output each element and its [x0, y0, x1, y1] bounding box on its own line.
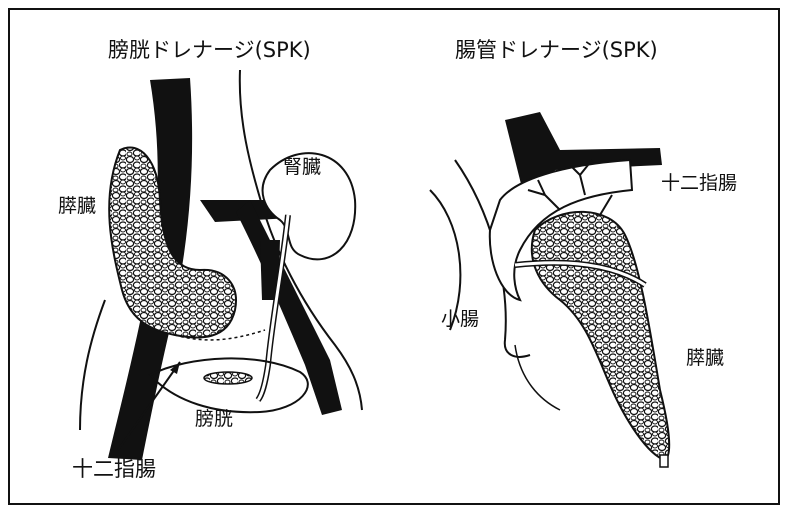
pancreas-graft-right — [532, 212, 669, 460]
bladder-outline — [150, 358, 308, 412]
bladder-anastomosis — [204, 372, 252, 384]
label-pancreas-left: 膵臓 — [58, 197, 96, 216]
pancreatic-duct-tip — [660, 455, 668, 467]
label-duodenum-right: 十二指腸 — [661, 174, 737, 193]
label-kidney: 腎臓 — [283, 158, 321, 177]
left-panel-title: 膀胱ドレナージ(SPK) — [108, 40, 311, 61]
label-pancreas-right: 膵臓 — [686, 349, 724, 368]
label-small-intestine: 小腸 — [441, 310, 479, 329]
right-diagram — [430, 112, 669, 467]
body-contour-left-outer — [80, 300, 105, 430]
label-duodenum-left: 十二指腸 — [72, 459, 156, 480]
right-panel-title: 腸管ドレナージ(SPK) — [455, 40, 658, 61]
left-diagram — [80, 70, 362, 460]
label-bladder: 膀胱 — [195, 410, 233, 429]
